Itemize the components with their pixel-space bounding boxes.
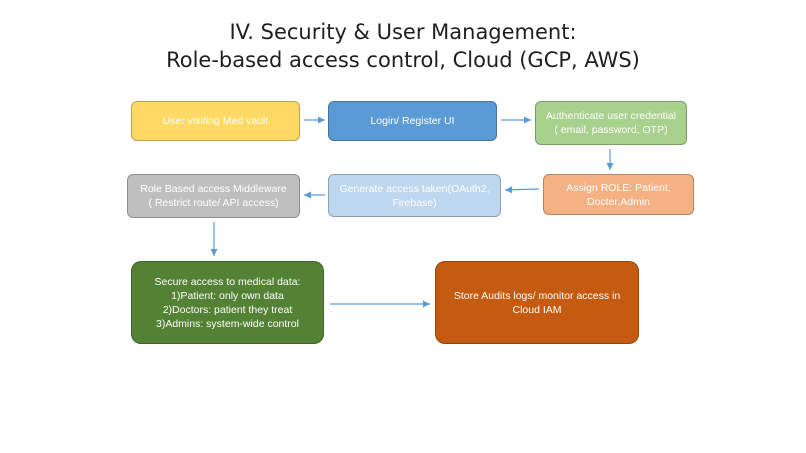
node-secure-access-label-line-1: Secure access to medical data: xyxy=(154,275,301,288)
node-login-register: Login/ Register UI xyxy=(328,101,497,141)
node-store-audit-logs-label-line-1: Store Audits logs/ monitor access in xyxy=(453,289,621,302)
node-secure-access-label-line-3: 2)Doctors: patient they treat xyxy=(162,303,293,316)
diagram-title-line-2: Role-based access control, Cloud (GCP, A… xyxy=(166,48,640,72)
node-secure-access-label-line-2: 1)Patient: only own data xyxy=(171,289,284,302)
node-secure-access: Secure access to medical data: 1)Patient… xyxy=(131,261,324,344)
node-assign-role-label-line-1: Assign ROLE: Patient, xyxy=(566,181,671,194)
arrow-assign-to-generate xyxy=(504,186,540,194)
node-generate-token: Generate access taken(OAuth2, Firebase) xyxy=(328,174,501,217)
node-generate-token-label-line-1: Generate access taken(OAuth2, xyxy=(339,182,490,195)
node-secure-access-label-line-4: 3)Admins: system-wide control xyxy=(156,317,299,330)
node-authenticate-label-line-2: ( email, password, OTP) xyxy=(554,124,668,136)
node-assign-role: Assign ROLE: Patient, Docter,Admin xyxy=(543,174,694,215)
node-authenticate: Authenticate user credential ( email, pa… xyxy=(535,101,687,145)
node-generate-token-label-line-2: Firebase) xyxy=(392,196,437,209)
node-assign-role-label-line-2: Docter,Admin xyxy=(586,195,651,208)
node-store-audit-logs-label-line-2: Cloud IAM xyxy=(512,303,562,316)
node-rbac-middleware: Role Based access Middleware ( Restrict … xyxy=(127,174,300,218)
diagram-title-line-1: IV. Security & User Management: xyxy=(229,20,577,44)
node-store-audit-logs: Store Audits logs/ monitor access in Clo… xyxy=(435,261,639,344)
node-user-visiting-label: User visiting Med vault xyxy=(162,115,269,127)
node-user-visiting: User visiting Med vault xyxy=(131,101,300,141)
node-rbac-middleware-label-line-1: Role Based access Middleware xyxy=(140,183,287,195)
node-login-register-label: Login/ Register UI xyxy=(370,115,455,127)
node-authenticate-label-line-1: Authenticate user credential xyxy=(545,110,677,122)
node-rbac-middleware-label-line-2: ( Restrict route/ API access) xyxy=(148,197,279,209)
